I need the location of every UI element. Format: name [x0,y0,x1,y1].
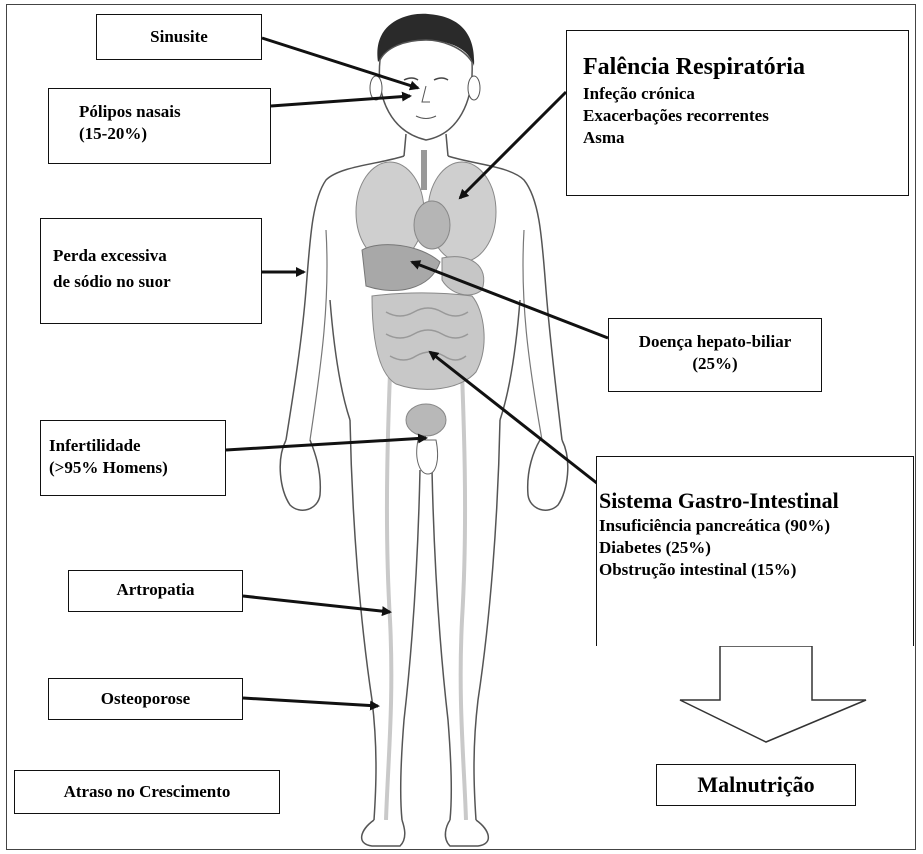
osteoporose-label: Osteoporose [49,688,242,710]
legs [350,420,500,820]
sinusite-box: Sinusite [96,14,262,60]
infertilidade-box: Infertilidade (>95% Homens) [40,420,226,496]
infertilidade-line-2: (>95% Homens) [49,457,225,479]
malnutricao-box: Malnutrição [656,764,856,806]
malnutricao-label: Malnutrição [657,771,855,799]
head [379,40,472,140]
arrow-infertilidade [226,438,426,450]
arrow-artropatia [243,596,390,612]
hepato-box: Doença hepato-biliar (25%) [608,318,822,392]
gastro-box: Sistema Gastro-Intestinal Insuficiência … [596,456,914,646]
bladder [406,404,446,436]
artropatia-label: Artropatia [69,579,242,601]
arrow-respiratoria [460,92,566,198]
polipos-line-2: (15-20%) [79,123,270,145]
genitals [417,440,438,474]
gastro-item-3: Obstrução intestinal (15%) [599,559,913,581]
infertilidade-line-1: Infertilidade [49,435,225,457]
respiratoria-item-2: Exacerbações recorrentes [583,105,908,127]
respiratoria-box: Falência Respiratória Infeção crónica Ex… [566,30,909,196]
hepato-line-2: (25%) [609,353,821,375]
left-hand [280,440,320,510]
respiratoria-item-1: Infeção crónica [583,83,908,105]
crescimento-box: Atraso no Crescimento [14,770,280,814]
gastro-item-1: Insuficiência pancreática (90%) [599,515,913,537]
right-hand [528,440,568,510]
sodio-line-2: de sódio no suor [53,269,261,295]
polipos-line-1: Pólipos nasais [79,101,270,123]
osteoporose-box: Osteoporose [48,678,243,720]
respiratoria-item-3: Asma [583,127,908,149]
gastro-item-2: Diabetes (25%) [599,537,913,559]
sinusite-label: Sinusite [97,26,261,48]
hepato-line-1: Doença hepato-biliar [609,331,821,353]
crescimento-label: Atraso no Crescimento [15,781,279,803]
artropatia-box: Artropatia [68,570,243,612]
heart [414,201,450,249]
right-foot [445,820,488,846]
arrow-osteoporose [243,698,378,706]
arrow-gastro [430,352,598,484]
gastro-title: Sistema Gastro-Intestinal [599,487,913,515]
left-foot [362,820,405,846]
polipos-box: Pólipos nasais (15-20%) [48,88,271,164]
respiratoria-title: Falência Respiratória [583,51,908,83]
sodio-line-1: Perda excessiva [53,243,261,269]
sodio-box: Perda excessiva de sódio no suor [40,218,262,324]
malnutricao-arrow [680,646,866,742]
